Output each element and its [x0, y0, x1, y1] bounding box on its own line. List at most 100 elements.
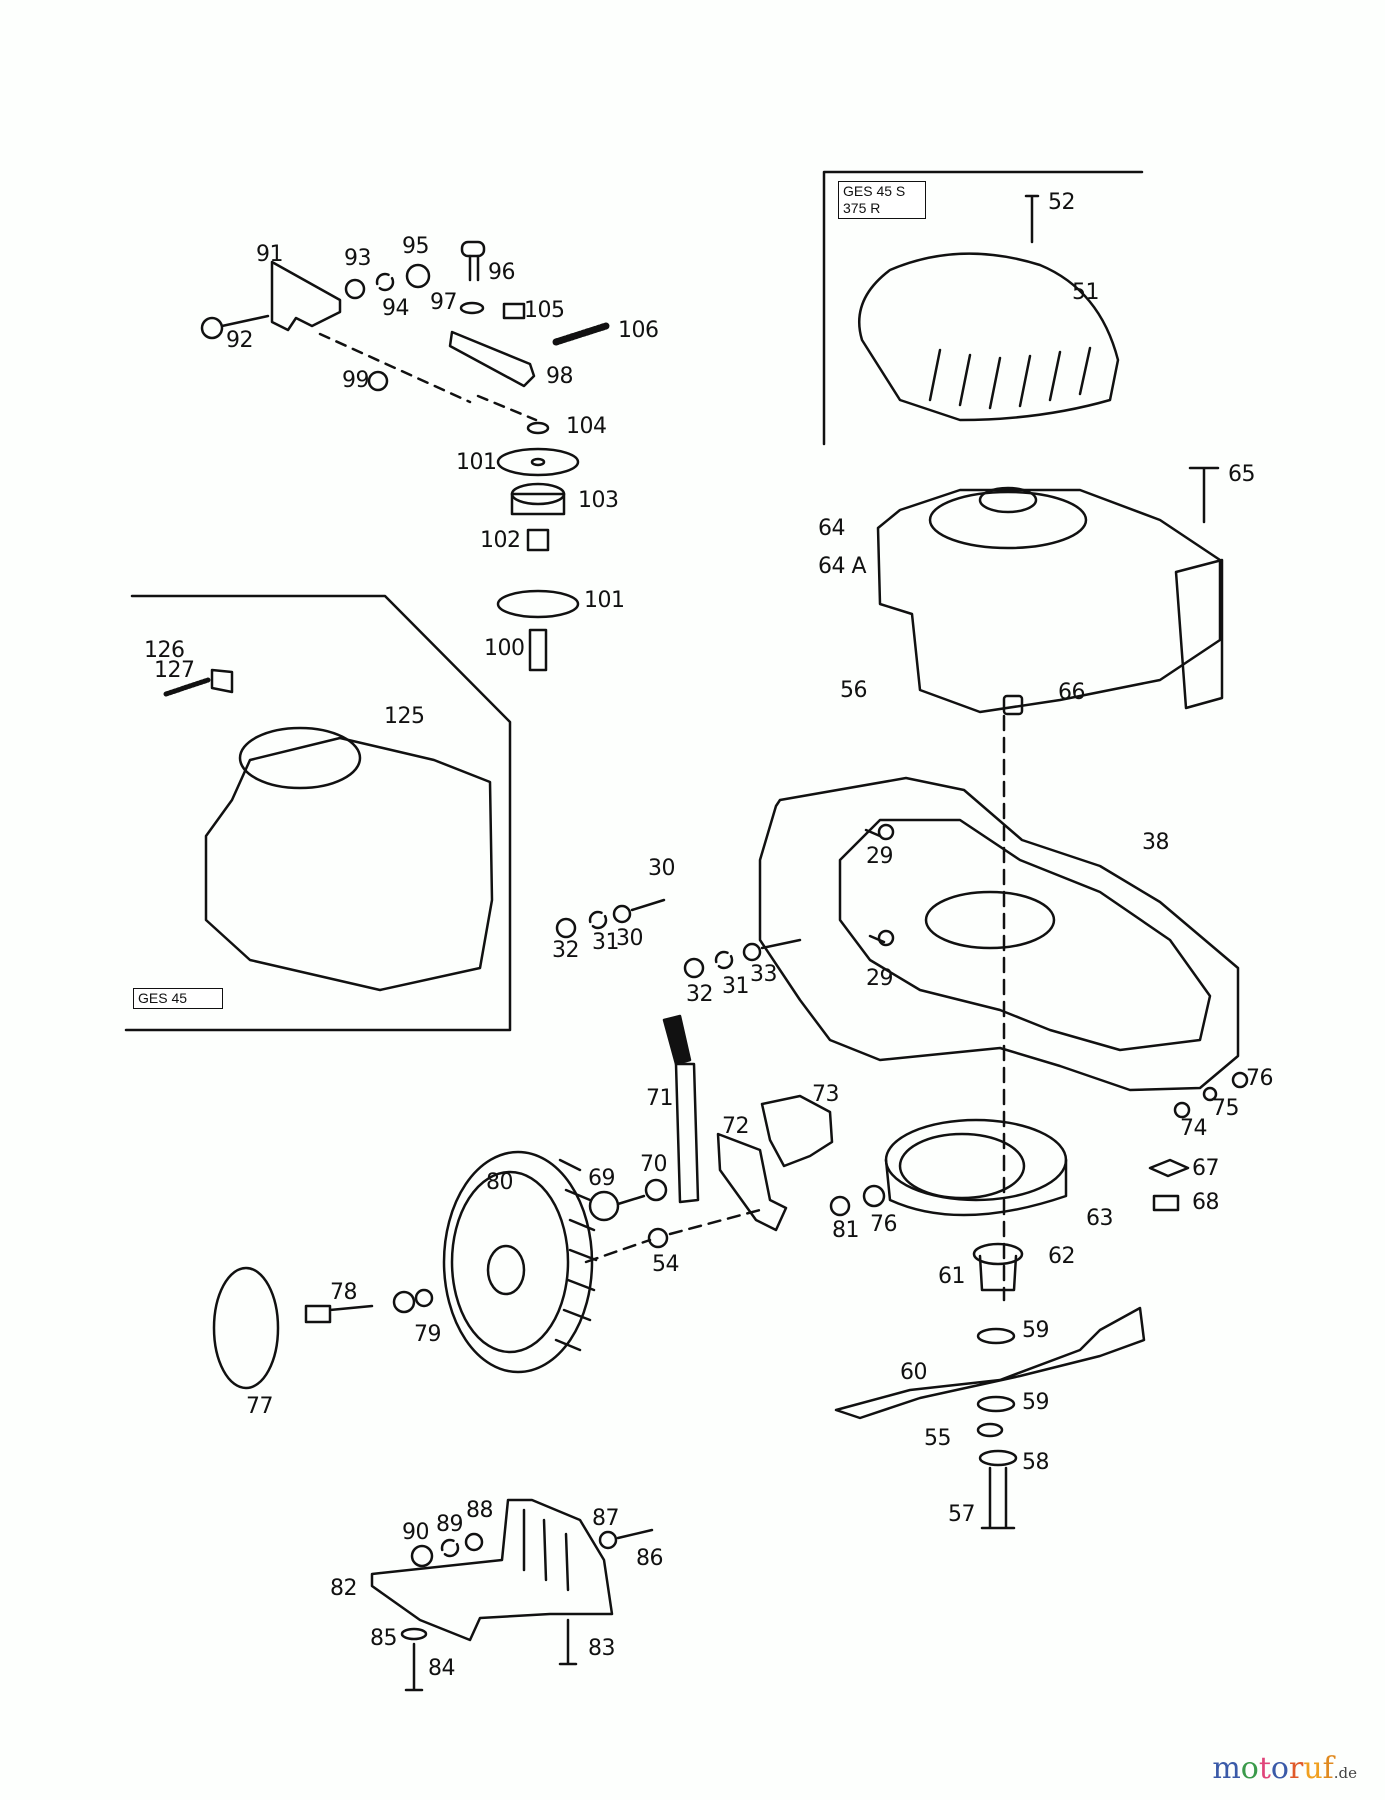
disc-101-upper — [496, 447, 580, 477]
watermark-letter: u — [1303, 1751, 1323, 1786]
nut-32b — [683, 957, 705, 979]
part-label-96: 96 — [488, 260, 516, 285]
part-label-59b: 59 — [1022, 1390, 1050, 1415]
part-label-65: 65 — [1228, 462, 1256, 487]
part-label-97: 97 — [430, 290, 458, 315]
washer-104 — [526, 421, 550, 435]
pivot-29b — [868, 934, 886, 944]
part-label-55: 55 — [924, 1426, 952, 1451]
part-label-73: 73 — [812, 1082, 840, 1107]
washer-55 — [976, 1422, 1004, 1438]
wheel-80-hub — [486, 1244, 526, 1296]
bracket-126 — [210, 668, 234, 694]
part-label-61: 61 — [938, 1264, 966, 1289]
screw-84 — [404, 1642, 424, 1692]
part-label-101b: 101 — [584, 588, 625, 613]
sleeve-102 — [526, 528, 550, 552]
hubcap-77 — [212, 1266, 280, 1390]
roller-103 — [510, 492, 566, 516]
part-label-72: 72 — [722, 1114, 750, 1139]
part-label-100: 100 — [484, 636, 525, 661]
wheel-80-tire — [442, 1150, 594, 1374]
engine-64-flywheel — [928, 490, 1088, 550]
bolt-head-69 — [588, 1190, 620, 1222]
bolt-100 — [528, 628, 548, 672]
part-label-84: 84 — [428, 1656, 456, 1681]
deck-38-group — [758, 714, 1240, 1302]
axle-hardware-left — [555, 898, 802, 979]
dashed-line-98-104 — [476, 394, 538, 422]
bolt-96 — [468, 254, 480, 282]
ring-63-top — [898, 1132, 1026, 1200]
cover-51-ribs — [928, 346, 1092, 410]
dashed-line-91-99 — [318, 332, 472, 404]
part-label-91: 91 — [256, 242, 284, 267]
nut-99 — [367, 370, 389, 392]
watermark-letter: t — [1258, 1751, 1271, 1786]
bolt-92 — [220, 314, 270, 328]
starter-cover-group — [858, 194, 1120, 422]
nut-105 — [502, 302, 526, 320]
washer-88 — [464, 1532, 484, 1552]
part-label-63: 63 — [1086, 1206, 1114, 1231]
part-label-76b: 76 — [1246, 1066, 1274, 1091]
motoruf-watermark: motoruf.de — [1212, 1751, 1357, 1786]
washer-58 — [978, 1449, 1018, 1467]
part-label-57: 57 — [948, 1502, 976, 1527]
washer-79b — [414, 1288, 434, 1308]
part-label-71: 71 — [646, 1086, 674, 1111]
part-label-76a: 76 — [870, 1212, 898, 1237]
washer-54 — [647, 1227, 669, 1249]
part-label-62: 62 — [1048, 1244, 1076, 1269]
part-label-64: 64 — [818, 516, 846, 541]
part-label-77: 77 — [246, 1394, 274, 1419]
washer-59a — [976, 1327, 1016, 1345]
variant-frame-top-right — [822, 170, 1144, 446]
part-label-69: 69 — [588, 1166, 616, 1191]
engine-64-muffler — [1174, 558, 1224, 710]
washer-31a — [588, 910, 608, 930]
variant-label-line-1: GES 45 S — [843, 183, 906, 199]
spring-127 — [163, 677, 211, 697]
disc-101-lower — [496, 589, 580, 619]
part-label-52: 52 — [1048, 190, 1076, 215]
washer-67 — [1148, 1158, 1190, 1178]
variant-label-line-2: 375 R — [843, 200, 881, 216]
part-label-54: 54 — [652, 1252, 680, 1277]
engine-125-flywheel — [238, 726, 362, 790]
ring-63-side — [884, 1158, 1068, 1217]
wheel-80-tread — [554, 1158, 598, 1352]
spacer-66 — [1002, 694, 1024, 716]
part-label-127: 127 — [154, 658, 195, 683]
variant-frame-left — [124, 594, 512, 1032]
part-label-60: 60 — [900, 1360, 928, 1385]
part-label-56: 56 — [840, 678, 868, 703]
part-label-105: 105 — [524, 298, 565, 323]
lever-71-grip — [662, 1014, 692, 1066]
part-label-102: 102 — [480, 528, 521, 553]
part-label-58: 58 — [1022, 1450, 1050, 1475]
engine-125-group — [163, 668, 494, 992]
nut-90 — [410, 1544, 434, 1568]
nut-68 — [1152, 1194, 1180, 1212]
part-label-29a: 29 — [866, 844, 894, 869]
deck-38-motor-hole — [924, 890, 1056, 950]
part-label-92: 92 — [226, 328, 254, 353]
deck-38-outer — [758, 776, 1240, 1092]
part-label-64a: 64 A — [818, 554, 867, 579]
part-label-29b: 29 — [866, 966, 894, 991]
part-label-66: 66 — [1058, 680, 1086, 705]
engine-125-body — [204, 736, 494, 992]
washer-85 — [400, 1627, 428, 1641]
part-label-30: 30 — [616, 926, 644, 951]
part-label-98: 98 — [546, 364, 574, 389]
lever-71 — [674, 1062, 700, 1204]
part-label-70: 70 — [640, 1152, 668, 1177]
nut-76a — [862, 1184, 886, 1208]
part-label-74: 74 — [1180, 1116, 1208, 1141]
part-label-80: 80 — [486, 1170, 514, 1195]
ring-63-outer — [884, 1118, 1068, 1202]
rear-guard-82-group — [370, 1498, 654, 1692]
part-label-38: 38 — [1142, 830, 1170, 855]
deck-38-inner — [838, 818, 1212, 1052]
